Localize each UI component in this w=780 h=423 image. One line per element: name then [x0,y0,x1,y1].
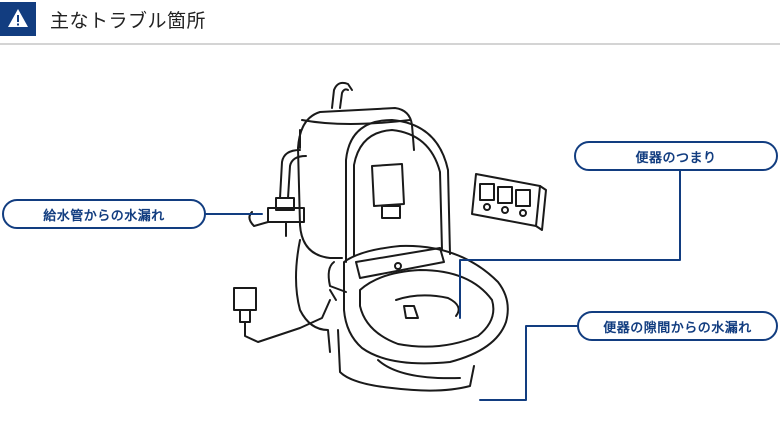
toilet-tank [297,81,415,259]
warning-icon [8,9,28,27]
power-cord [233,239,337,353]
seat-lid [327,119,451,293]
toilet-bowl [337,244,509,392]
page-title: 主なトラブル箇所 [50,10,207,32]
callout-toilet-clog: 便器のつまり [574,141,778,171]
section-header: 主なトラブル箇所 [0,0,780,45]
callout-gap-leak: 便器の隙間からの水漏れ [577,311,778,341]
leader-line-clog [459,170,681,319]
toilet-diagram [205,81,681,401]
leader-line-gap-leak [479,325,578,401]
callout-supply-pipe-leak: 給水管からの水漏れ [2,199,206,229]
warning-badge [0,2,36,36]
leader-lines [205,170,681,401]
remote-control [471,173,547,231]
